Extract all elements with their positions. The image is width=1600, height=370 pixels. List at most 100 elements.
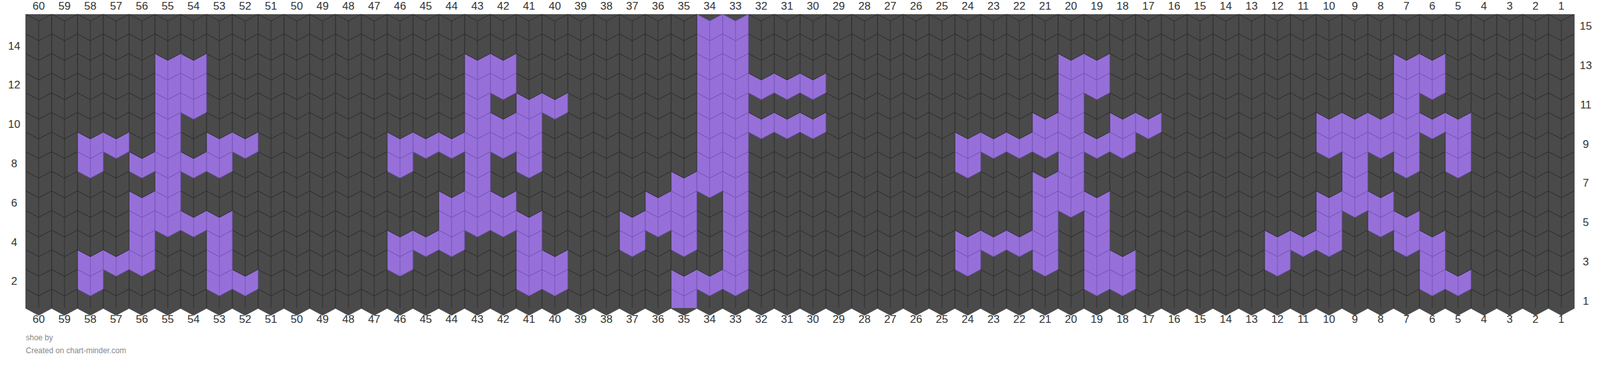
stitch-divider [606, 197, 608, 217]
stitch-divider [709, 80, 711, 100]
stitch-divider [1045, 256, 1046, 276]
chart-number: 26 [910, 0, 923, 13]
stitch-divider [1200, 138, 1201, 159]
stitch-divider [606, 138, 608, 159]
stitch-divider [219, 217, 220, 237]
dark-stitch [1548, 14, 1575, 41]
stitch-divider [1535, 276, 1537, 296]
stitch-divider [1354, 99, 1356, 119]
stitch-divider [193, 80, 195, 100]
stitch-divider [1019, 256, 1020, 276]
stitch-divider [1122, 21, 1124, 41]
stitch-divider [503, 256, 504, 276]
stitch-divider [141, 197, 143, 217]
stitch-divider [838, 158, 840, 178]
stitch-divider [477, 80, 479, 100]
stitch-divider [709, 40, 711, 60]
stitch-divider [787, 158, 788, 178]
stitch-divider [38, 197, 40, 217]
stitch-divider [580, 138, 582, 159]
stitch-divider [477, 178, 479, 198]
stitch-divider [787, 197, 788, 217]
stitch-divider [1019, 21, 1020, 41]
stitch-divider [967, 197, 969, 217]
chart-number: 11 [1297, 0, 1310, 13]
stitch-divider [683, 158, 685, 178]
dark-stitch [232, 14, 259, 41]
stitch-divider [864, 276, 866, 296]
stitch-divider [1045, 40, 1046, 60]
stitch-divider [1329, 178, 1330, 198]
stitch-divider [709, 217, 711, 237]
stitch-divider [1045, 197, 1046, 217]
stitch-divider [425, 138, 427, 159]
stitch-divider [1406, 40, 1408, 60]
stitch-divider [90, 178, 91, 198]
stitch-divider [761, 217, 762, 237]
stitch-divider [658, 236, 659, 257]
stitch-divider [1380, 217, 1382, 237]
stitch-divider [709, 21, 711, 41]
dark-stitch [567, 14, 594, 41]
dark-stitch [1522, 14, 1549, 41]
stitch-divider [580, 119, 582, 139]
stitch-divider [503, 21, 504, 41]
stitch-divider [1535, 138, 1537, 159]
stitch-divider [1122, 40, 1124, 60]
stitch-divider [941, 60, 943, 80]
stitch-divider [1535, 80, 1537, 100]
stitch-divider [374, 236, 375, 257]
stitch-divider [1406, 158, 1408, 178]
stitch-divider [167, 197, 169, 217]
stitch-divider [245, 197, 246, 217]
stitch-divider [116, 21, 117, 41]
stitch-divider [270, 60, 272, 80]
stitch-divider [1277, 138, 1279, 159]
stitch-divider [941, 99, 943, 119]
stitch-divider [1483, 60, 1485, 80]
stitch-divider [1406, 60, 1408, 80]
stitch-divider [1329, 99, 1330, 119]
chart-number: 47 [368, 0, 381, 13]
stitch-divider [64, 99, 66, 119]
stitch-divider [477, 276, 479, 296]
stitch-divider [658, 60, 659, 80]
stitch-divider [270, 99, 272, 119]
chart-number: 53 [213, 312, 226, 326]
stitch-divider [503, 276, 504, 296]
stitch-divider [1096, 119, 1098, 139]
stitch-divider [1561, 256, 1562, 276]
stitch-divider [916, 99, 917, 119]
stitch-divider [1509, 276, 1511, 296]
dark-stitch [541, 14, 568, 41]
stitch-divider [787, 138, 788, 159]
chart-number: 47 [368, 312, 381, 326]
stitch-divider [1561, 158, 1562, 178]
stitch-divider [1174, 21, 1175, 41]
chart-number: 53 [213, 0, 226, 13]
stitch-divider [219, 21, 220, 41]
stitch-divider [864, 217, 866, 237]
stitch-divider [90, 217, 91, 237]
stitch-divider [580, 40, 582, 60]
stitch-divider [1174, 256, 1175, 276]
stitch-divider [1380, 158, 1382, 178]
chart-number: 33 [729, 0, 742, 13]
stitch-divider [1174, 40, 1175, 60]
stitch-divider [296, 40, 298, 60]
stitch-divider [1019, 119, 1020, 139]
chart-number: 9 [1351, 312, 1358, 326]
stitch-divider [1148, 158, 1150, 178]
stitch-divider [1303, 256, 1304, 276]
chart-number: 13 [1245, 312, 1259, 326]
stitch-divider [400, 236, 401, 257]
chart-number: 11 [1580, 98, 1592, 112]
stitch-divider [1122, 236, 1124, 257]
stitch-divider [580, 80, 582, 100]
chart-number: 15 [1580, 20, 1593, 33]
stitch-divider [451, 197, 453, 217]
stitch-divider [709, 256, 711, 276]
stitch-divider [451, 40, 453, 60]
stitch-divider [219, 158, 220, 178]
stitch-divider [1458, 40, 1459, 60]
